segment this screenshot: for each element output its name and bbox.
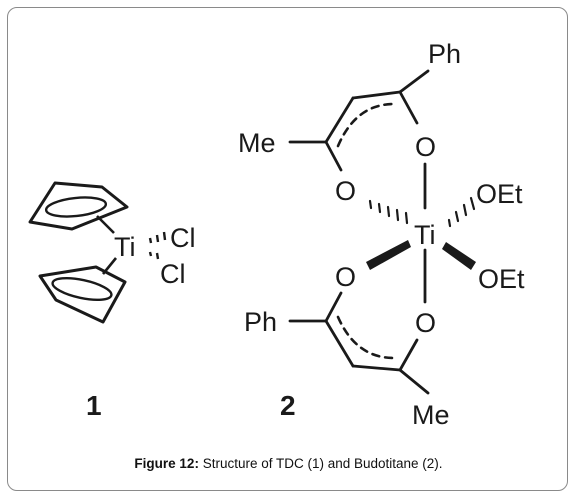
bond-c-o-top-right bbox=[398, 90, 419, 125]
wedge-bond-ti-oet-bottom bbox=[442, 242, 476, 270]
bond-ph-c-top bbox=[398, 69, 430, 94]
bond-c-me-bottom bbox=[398, 368, 430, 395]
bond-c-o-bottom-right bbox=[398, 338, 419, 372]
structure-1-tdc bbox=[28, 181, 167, 324]
caption-text: Structure of TDC (1) and Budotitane (2). bbox=[198, 456, 443, 471]
hashed-bond-o-ti-left bbox=[368, 199, 409, 225]
bond-c-o-bottom-left bbox=[324, 291, 343, 323]
hashed-bond-ti-oet-top bbox=[447, 196, 476, 228]
delocalized-arc-bottom bbox=[336, 315, 396, 360]
cp-ring-bottom-aromatic bbox=[51, 277, 113, 301]
atom-ti-1: Ti bbox=[114, 232, 136, 262]
atom-oet-bottom: OEt bbox=[478, 264, 525, 294]
cp-ring-bottom bbox=[38, 265, 127, 324]
atom-ph-bottom: Ph bbox=[244, 307, 277, 337]
atom-ph-top: Ph bbox=[428, 39, 461, 69]
hashed-bond-ti-cl-top bbox=[148, 231, 167, 244]
bond-c-ch-bottom bbox=[324, 319, 355, 368]
cp-ring-top-aromatic bbox=[44, 196, 108, 218]
atom-ti-2: Ti bbox=[414, 220, 436, 250]
bond-ch-c-top bbox=[324, 96, 355, 144]
bond-c-o-top-left bbox=[324, 140, 343, 172]
atom-oet-top: OEt bbox=[476, 179, 523, 209]
atom-o-top-right: O bbox=[415, 132, 436, 162]
atom-cl-bottom: Cl bbox=[160, 259, 186, 289]
figure-caption: Figure 12: Structure of TDC (1) and Budo… bbox=[0, 456, 577, 471]
atom-o-top-left: O bbox=[335, 176, 356, 206]
delocalized-arc-top bbox=[336, 102, 396, 148]
atom-me-bottom: Me bbox=[412, 400, 450, 430]
compound-number-2: 2 bbox=[280, 390, 296, 421]
bond-ch-c-bottom bbox=[351, 364, 402, 372]
cp-ring-top bbox=[28, 181, 129, 231]
wedge-bond-o-ti-left bbox=[366, 240, 411, 270]
atom-o-bottom-right: O bbox=[415, 308, 436, 338]
bond-cp-top-ti bbox=[96, 215, 115, 234]
atom-cl-top: Cl bbox=[170, 223, 196, 253]
bond-c-ch-top bbox=[351, 90, 402, 100]
atom-o-bottom-left: O bbox=[335, 262, 356, 292]
figure-frame bbox=[7, 7, 568, 491]
atom-me-top: Me bbox=[238, 128, 276, 158]
hashed-bond-ti-cl-bottom bbox=[148, 251, 160, 260]
bond-cp-bottom-ti bbox=[101, 257, 118, 275]
structure-2-budotitane bbox=[288, 69, 476, 395]
compound-number-1: 1 bbox=[86, 390, 102, 421]
caption-label: Figure 12: bbox=[134, 456, 199, 471]
